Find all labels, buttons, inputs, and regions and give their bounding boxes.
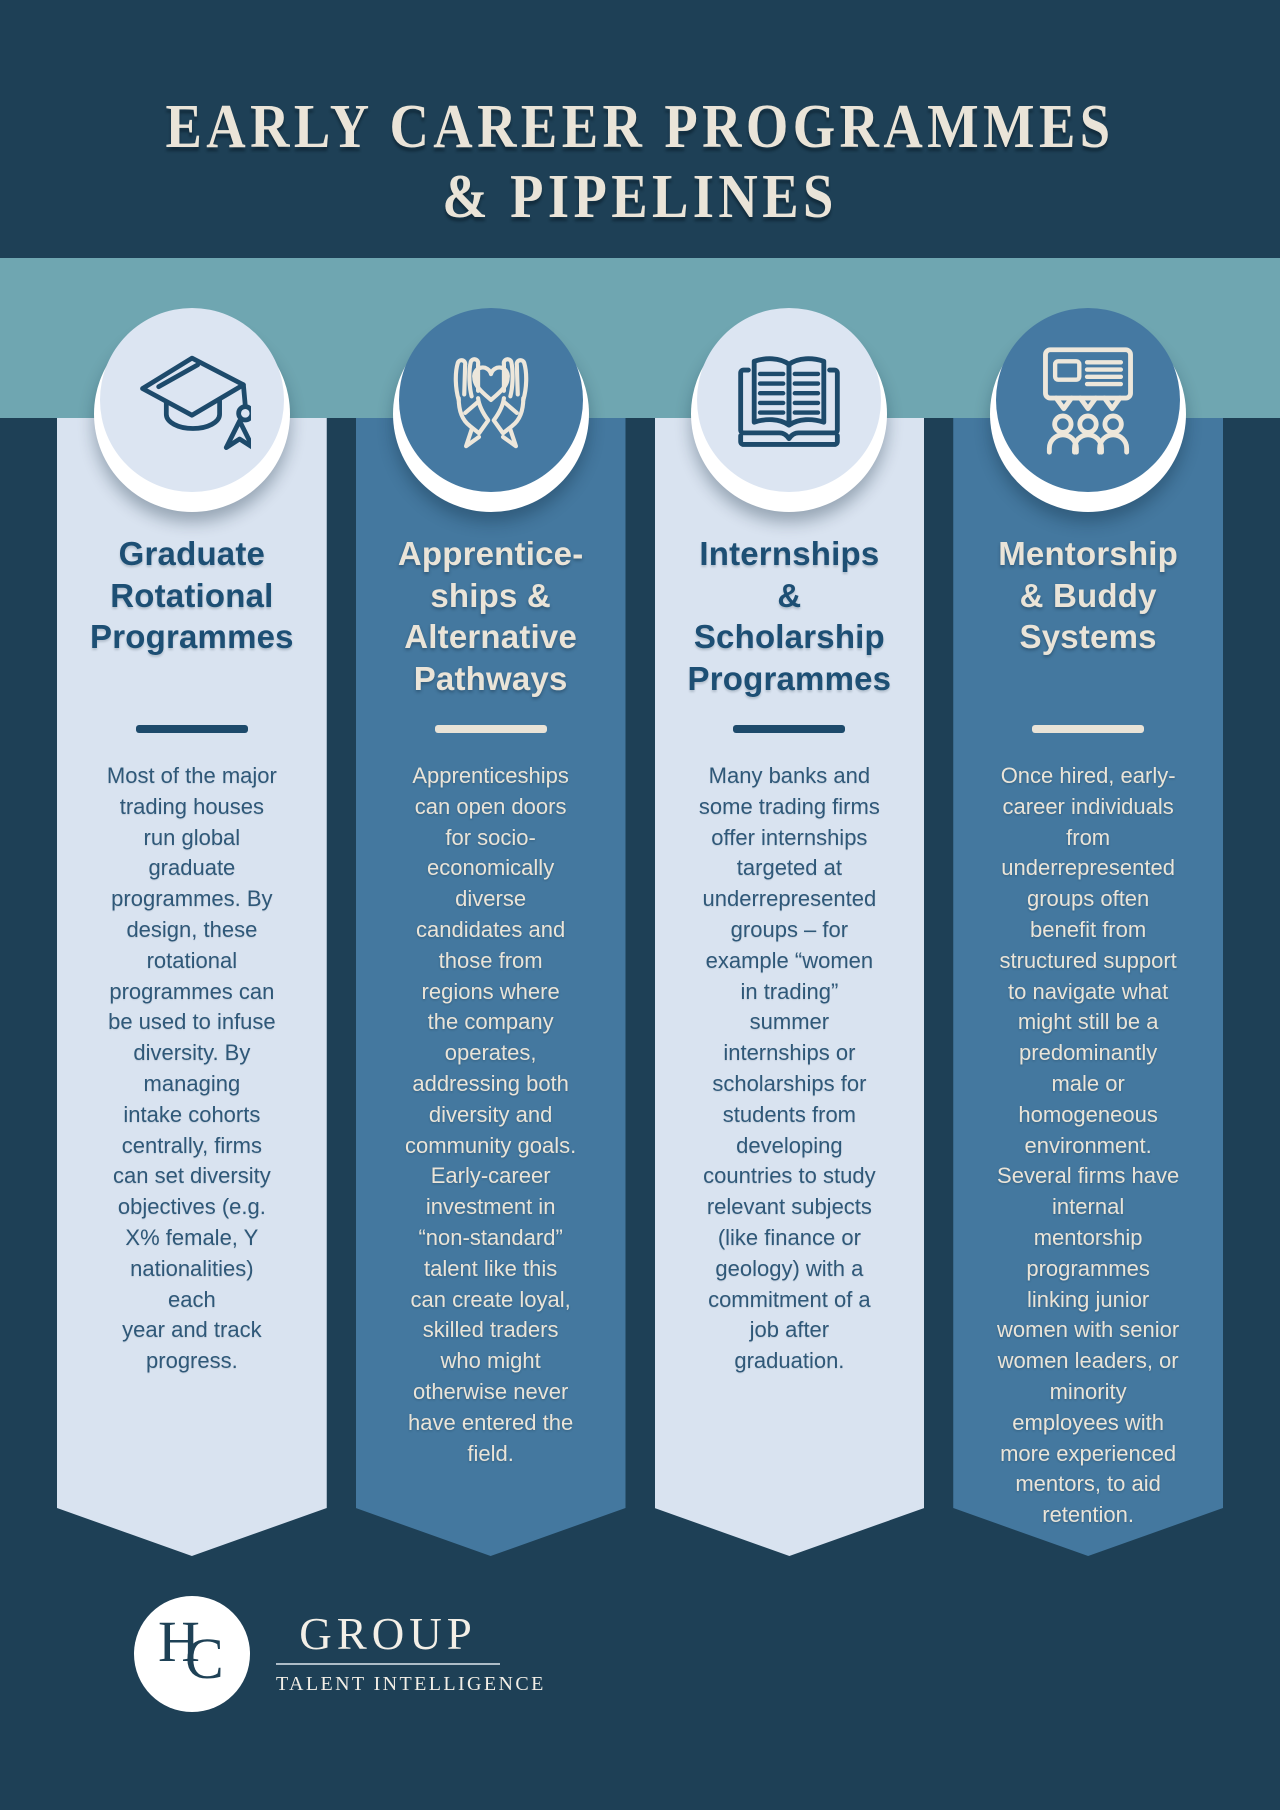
brand-block: GROUP TALENT INTELLIGENCE [276, 1609, 546, 1696]
column-internships-scholarship-programmes: Internships & Scholarship Programmes Man… [655, 308, 925, 1556]
icon-badge [691, 308, 888, 512]
badge-circle [996, 308, 1181, 492]
column-content: Apprentice- ships & Alternative Pathways… [356, 418, 626, 1469]
badge-circle [99, 308, 284, 492]
hc-group-logo: H C GROUP TALENT INTELLIGENCE [134, 1596, 546, 1712]
column-title: Graduate Rotational Programmes [89, 535, 294, 656]
divider [135, 725, 248, 733]
column-title: Apprentice- ships & Alternative Pathways [397, 535, 584, 697]
column-background-chevron [655, 418, 925, 1556]
column-background-chevron [356, 418, 626, 1556]
badge-circle [398, 308, 583, 492]
column-title: Mentorship & Buddy Systems [998, 535, 1179, 656]
hc-monogram: H C [158, 1609, 228, 1696]
column-background-chevron [953, 418, 1223, 1556]
column-content: Internships & Scholarship Programmes Man… [655, 418, 925, 1377]
icon-badge [392, 308, 589, 512]
brand-name: GROUP [299, 1609, 477, 1659]
column-body-text: Apprenticeships can open doors for socio… [405, 763, 577, 1466]
brand-tagline: TALENT INTELLIGENCE [276, 1673, 546, 1695]
badge-circle [697, 308, 882, 492]
column-content: Mentorship & Buddy Systems Once hired, e… [953, 418, 1223, 1531]
column-title: Internships & Scholarship Programmes [687, 535, 892, 697]
page-title-line2: & PIPELINES [442, 163, 838, 231]
brand-divider-line [276, 1663, 500, 1665]
column-body-text: Once hired, early- career individuals fr… [997, 763, 1180, 1528]
graduation-cap-icon [140, 355, 251, 450]
column-body-text: Most of the major trading houses run glo… [106, 763, 277, 1374]
column-graduate-rotational-programmes: Graduate Rotational Programmes Most of t… [57, 308, 327, 1556]
divider [1032, 725, 1145, 733]
icon-badge [990, 308, 1187, 512]
monogram-letter-h: H [158, 1609, 200, 1674]
divider [434, 725, 547, 733]
column-mentorship-buddy-systems: Mentorship & Buddy Systems Once hired, e… [953, 308, 1223, 1556]
icon-badge [93, 308, 290, 512]
presentation-people-icon [1043, 347, 1134, 455]
monogram-letter-c: C [185, 1626, 224, 1691]
column-content: Graduate Rotational Programmes Most of t… [57, 418, 327, 1377]
page-title-line1: EARLY CAREER PROGRAMMES [165, 93, 1115, 161]
column-body-text: Many banks and some trading firms offer … [698, 763, 880, 1374]
column-apprenticeships-alternative-pathways: Apprentice- ships & Alternative Pathways… [356, 308, 626, 1556]
divider [733, 725, 846, 733]
page-title: EARLY CAREER PROGRAMMES& PIPELINES [77, 92, 1203, 232]
columns-row: Graduate Rotational Programmes Most of t… [57, 308, 1223, 1556]
column-background-chevron [57, 418, 327, 1556]
hands-heart-icon [453, 357, 528, 449]
open-book-icon [738, 356, 841, 447]
hc-monogram-circle: H C [134, 1596, 250, 1712]
